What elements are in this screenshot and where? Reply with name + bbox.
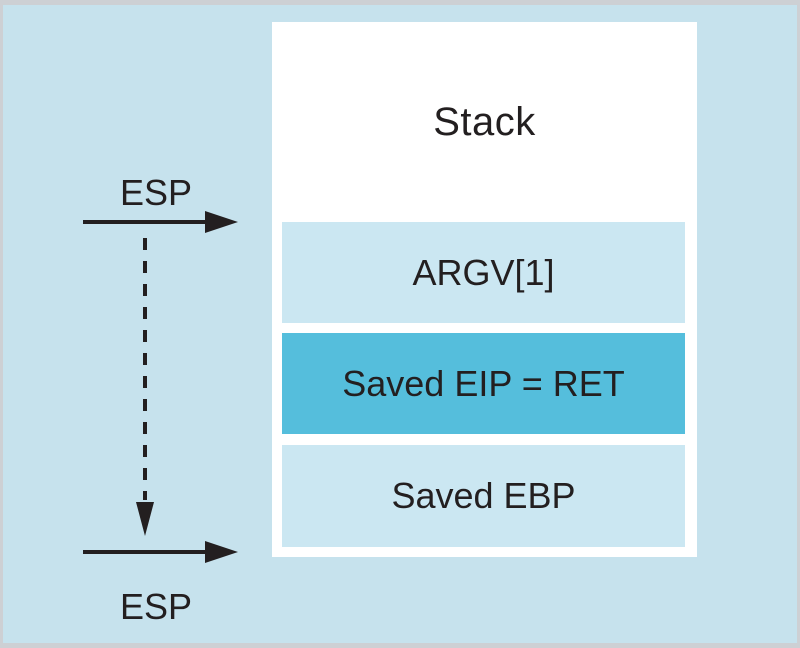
esp-top-arrow-line [83, 220, 206, 224]
stack-cell-argv1-label: ARGV[1] [412, 251, 555, 293]
stack-title-area: Stack [272, 22, 697, 222]
arrowhead-right-icon [205, 211, 238, 233]
arrowhead-down-icon [136, 502, 154, 536]
stack-box: Stack ARGV[1] Saved EIP = RET Saved EBP [272, 22, 697, 557]
stack-cell-saved-eip-label: Saved EIP = RET [342, 362, 625, 404]
stack-cell-saved-eip: Saved EIP = RET [282, 333, 685, 434]
esp-bottom-label: ESP [119, 586, 193, 627]
stack-title: Stack [433, 99, 536, 144]
esp-bottom-arrow-line [83, 550, 206, 554]
arrowhead-right-icon [205, 541, 238, 563]
stack-cell-saved-ebp: Saved EBP [282, 445, 685, 547]
stack-cell-argv1: ARGV[1] [282, 222, 685, 323]
stack-cell-saved-ebp-label: Saved EBP [391, 475, 576, 516]
esp-top-label: ESP [119, 172, 193, 213]
esp-movement-dashed-line [143, 238, 147, 500]
